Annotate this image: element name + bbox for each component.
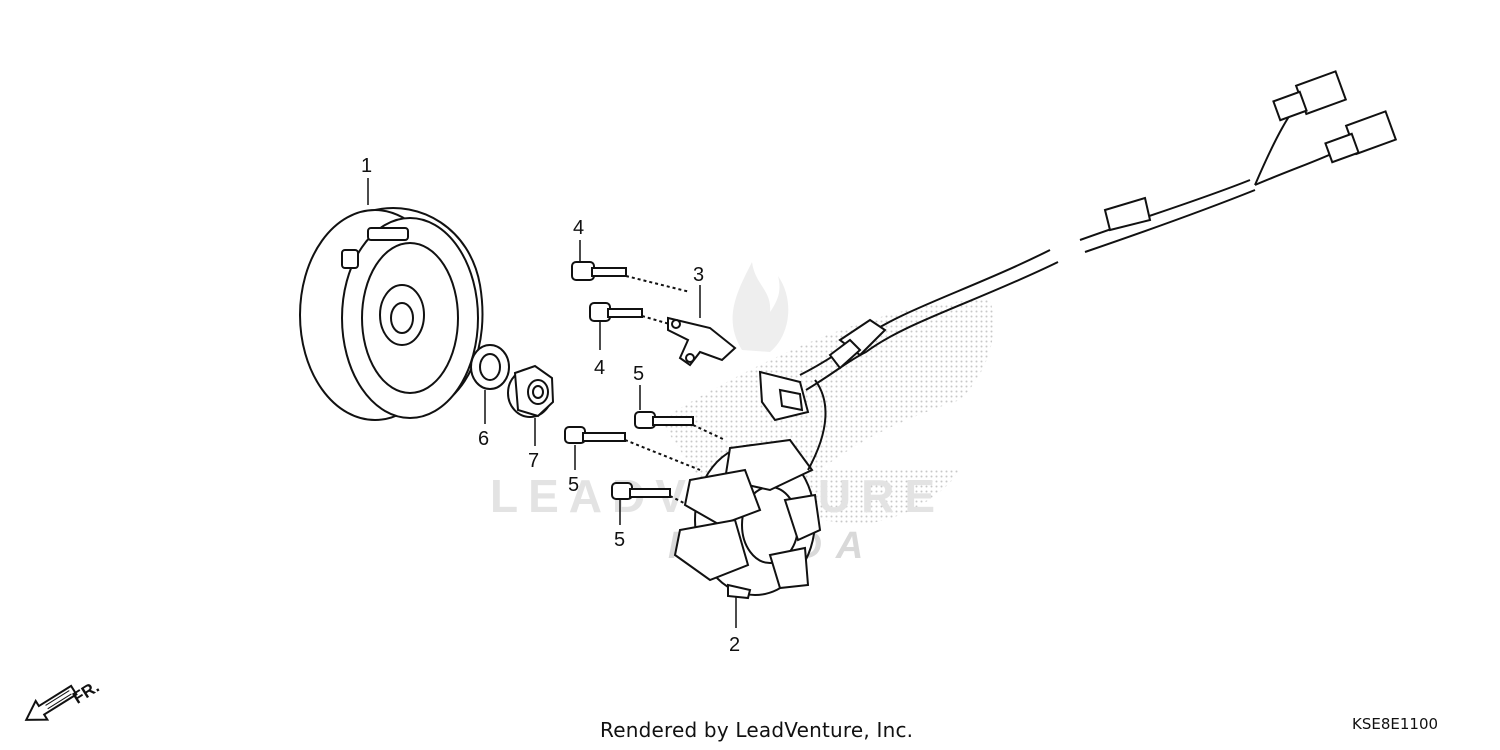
callout-5-lower: 5	[614, 529, 625, 551]
wiring-harness	[799, 114, 1341, 471]
callout-4-upper: 4	[573, 217, 584, 239]
front-arrow-icon	[24, 684, 78, 721]
callout-2: 2	[729, 634, 740, 656]
diagram-code: KSE8E1100	[1352, 715, 1439, 733]
leader-lines	[367, 178, 737, 628]
wire-clamp	[667, 316, 737, 367]
bolt-4-upper	[571, 261, 691, 293]
flywheel-rotor	[299, 207, 484, 421]
callout-3: 3	[693, 264, 704, 286]
bolt-5-upper	[634, 411, 726, 441]
watermark-flame	[732, 262, 789, 352]
stator	[673, 438, 822, 600]
render-credit: Rendered by LeadVenture, Inc.	[600, 718, 914, 742]
callout-1: 1	[361, 155, 372, 177]
front-label: FR.	[69, 677, 102, 708]
connector-upper	[1272, 70, 1348, 122]
pulser-generator	[758, 370, 810, 422]
callout-6: 6	[478, 428, 489, 450]
washer	[470, 344, 510, 390]
callout-7: 7	[528, 450, 539, 472]
connector-lower	[1324, 110, 1398, 164]
callout-5-upper: 5	[633, 363, 644, 385]
flange-nut	[507, 364, 555, 418]
callouts: 1 2 3 4 4 5 5 5 6 7	[361, 155, 740, 656]
front-direction-indicator: FR.	[24, 677, 103, 721]
callout-4-lower: 4	[594, 357, 605, 379]
callout-5-middle: 5	[568, 474, 579, 496]
bolt-5-middle	[564, 426, 701, 471]
